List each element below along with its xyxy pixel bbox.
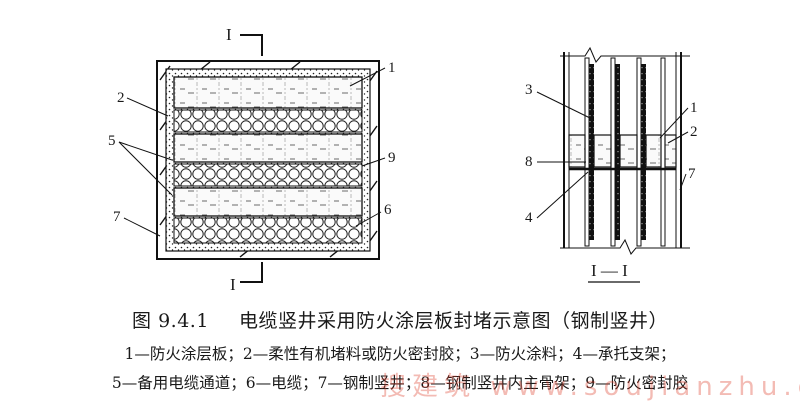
section-view: 3 8 4 1 2 7 I — I — [525, 46, 698, 283]
label-1-section: 1 — [690, 100, 698, 116]
leader-1 — [349, 67, 386, 87]
label-1: 1 — [388, 60, 396, 76]
plan-view: I I 1 2 5 9 — [108, 25, 396, 294]
leader-2 — [126, 97, 169, 117]
board-section — [568, 134, 677, 171]
leader-5b — [118, 141, 173, 196]
label-7-section: 7 — [688, 166, 696, 182]
fireproof-board-3 — [173, 187, 363, 217]
label-2-section: 2 — [690, 124, 698, 140]
section-line-bottom — [240, 262, 263, 283]
break-line-top — [560, 46, 690, 63]
section-mark-top: I — [226, 25, 232, 44]
break-line-bottom — [560, 238, 690, 255]
leader-9 — [361, 157, 386, 167]
section-mark-bottom: I — [230, 275, 236, 294]
label-4: 4 — [525, 210, 533, 226]
label-6: 6 — [384, 202, 392, 218]
label-8: 8 — [525, 154, 533, 170]
shaft-sealing-diagram: I I 1 2 5 9 — [108, 25, 698, 294]
label-2: 2 — [117, 90, 125, 106]
leader-6 — [355, 211, 382, 227]
leader-7 — [123, 217, 161, 237]
label-9: 9 — [388, 150, 396, 166]
figure-title: 电缆竖井采用防火涂层板封堵示意图（钢制竖井） — [238, 310, 668, 332]
section-line-top — [240, 34, 263, 56]
cable-row-1 — [173, 109, 363, 133]
legend-line-1: 1—防火涂层板；2—柔性有机堵料或防火密封胶；3—防火涂料；4—承托支架； — [124, 345, 676, 363]
figure-number: 图 9.4.1 — [132, 310, 209, 332]
leader-5a — [118, 141, 173, 161]
cable-row-2 — [173, 163, 363, 187]
section-title: I — I — [591, 261, 628, 280]
legend-line-2: 5—备用电缆通道；6—电缆；7—钢制竖井；8—钢制竖井内主骨架；9—防火密封胶 — [111, 374, 689, 392]
figure-caption: 图 9.4.1 电缆竖井采用防火涂层板封堵示意图（钢制竖井） — [0, 306, 800, 333]
site-watermark: 搜建筑 www.soujianzhu.cn — [380, 372, 800, 402]
label-3: 3 — [525, 82, 533, 98]
fireproof-board-1 — [173, 76, 363, 109]
fireproof-board-2 — [173, 133, 363, 163]
label-7: 7 — [113, 209, 121, 225]
label-5: 5 — [108, 133, 116, 149]
cable-row-3 — [173, 217, 363, 244]
